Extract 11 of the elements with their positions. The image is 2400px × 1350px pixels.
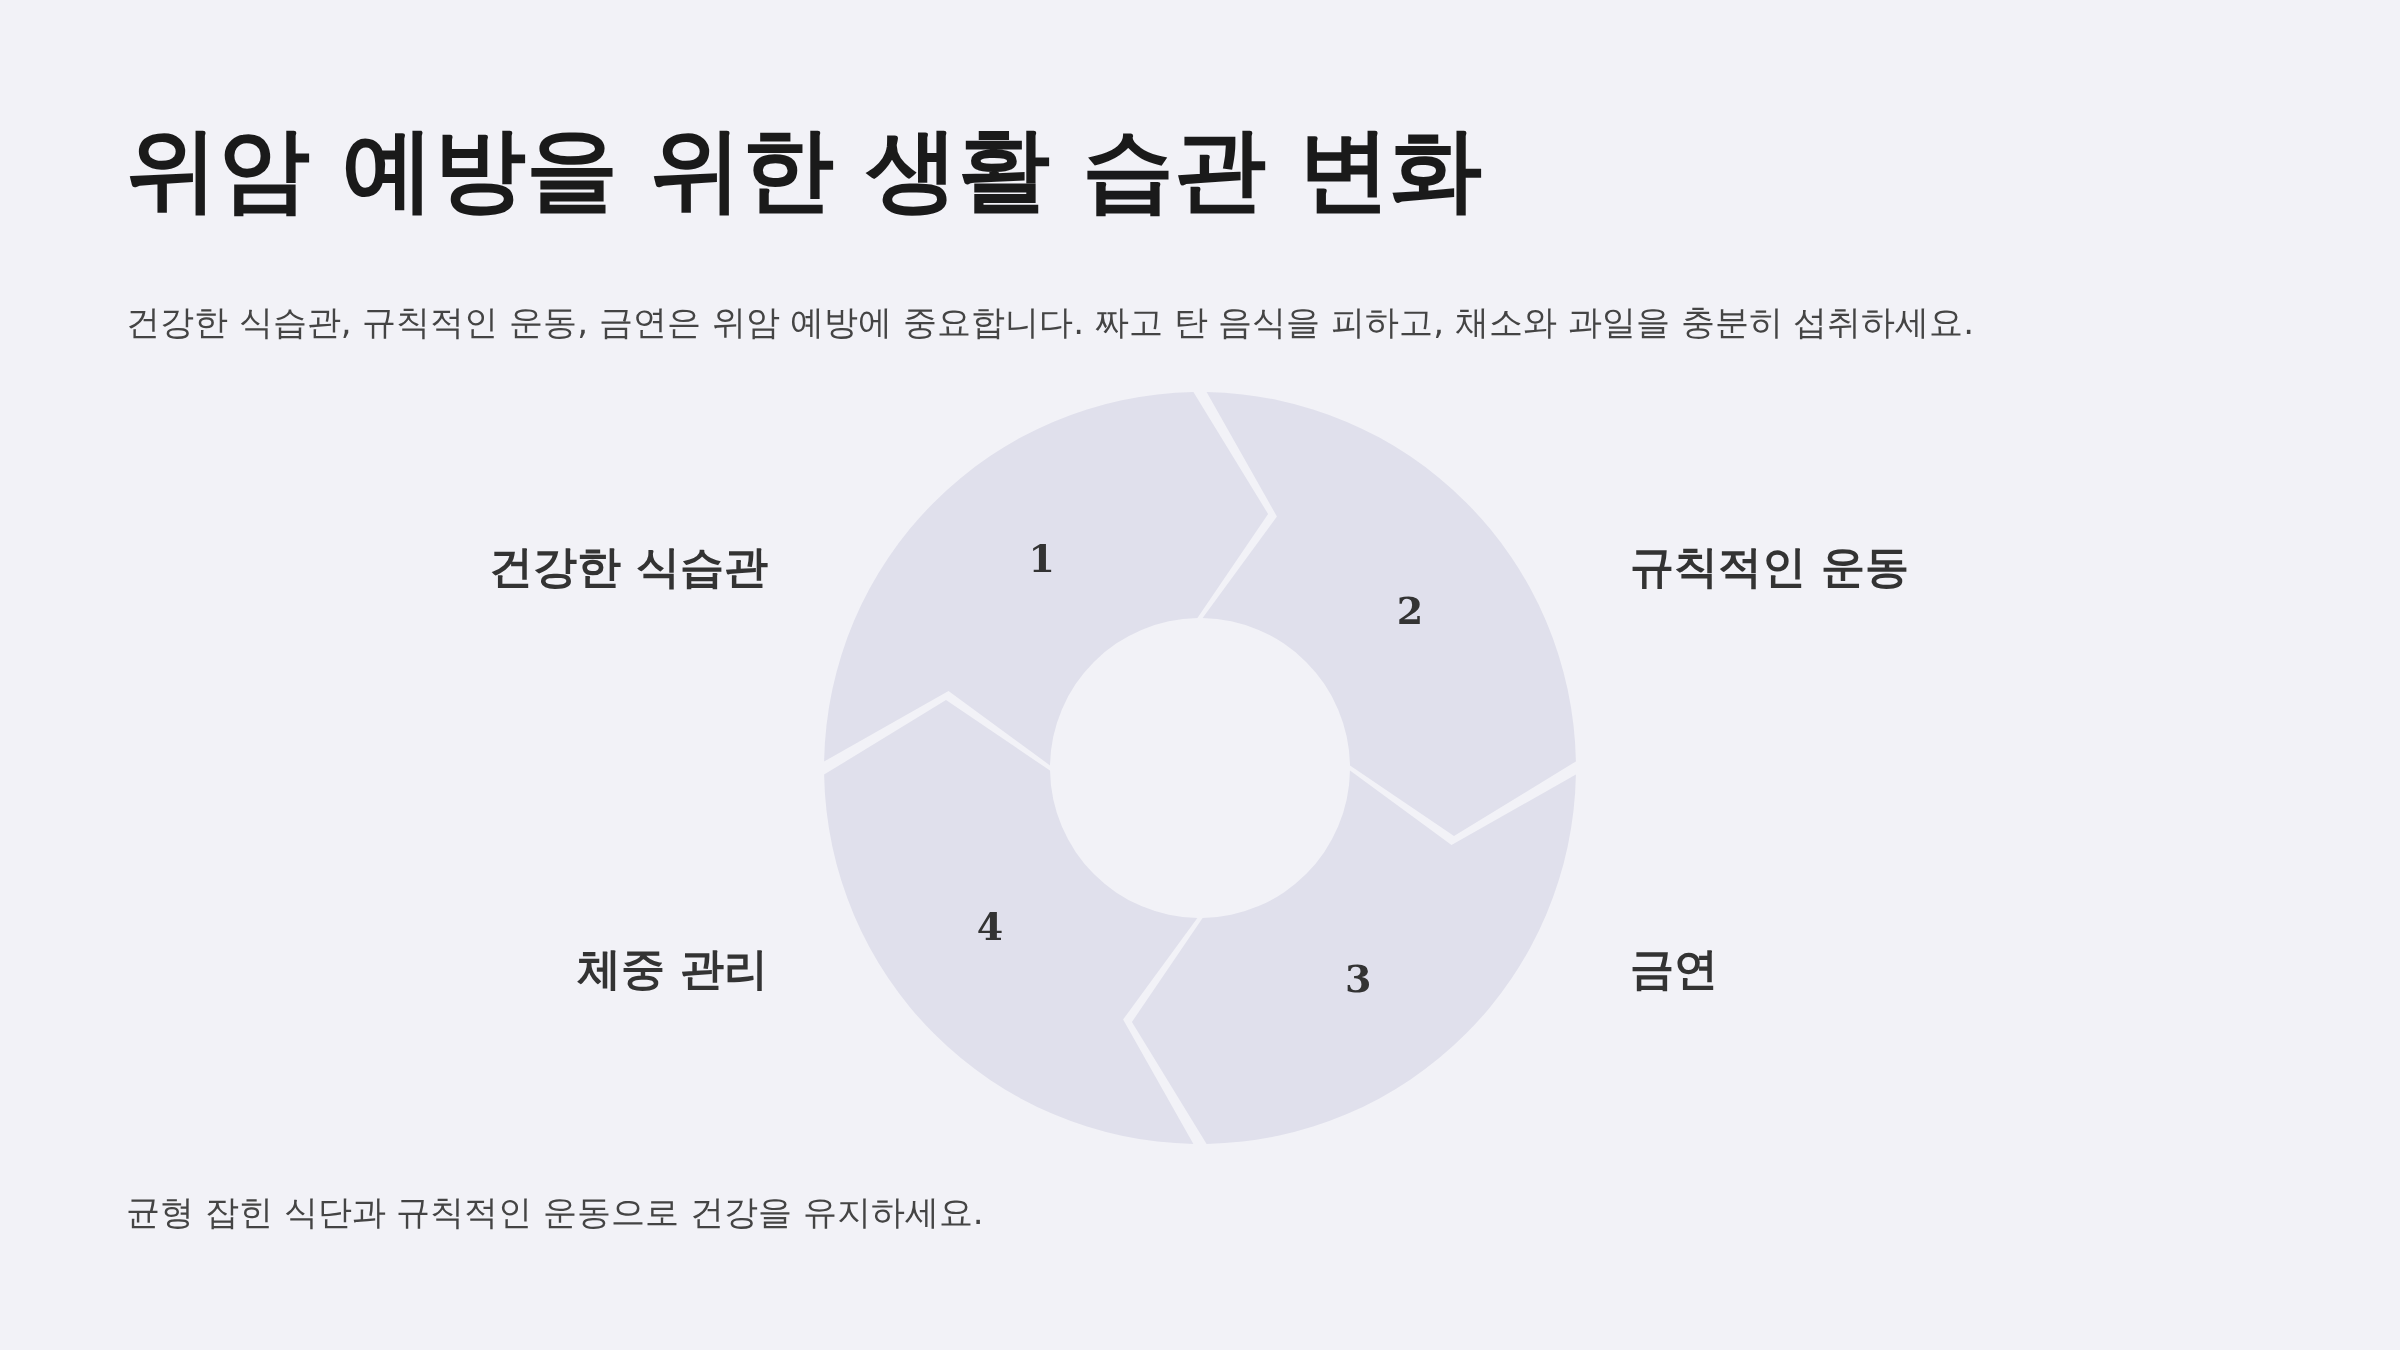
step-label: 금연 xyxy=(1630,942,1718,996)
step-number: 2 xyxy=(1396,587,1424,633)
step-label: 규칙적인 운동 xyxy=(1630,540,1910,594)
footer-text: 균형 잡힌 식단과 규칙적인 운동으로 건강을 유지하세요. xyxy=(126,1191,984,1234)
step-label: 체중 관리 xyxy=(576,942,768,996)
step-label: 건강한 식습관 xyxy=(488,540,768,594)
step-number: 1 xyxy=(1028,536,1055,581)
step-number: 3 xyxy=(1345,956,1372,1001)
description-text: 건강한 식습관, 규칙적인 운동, 금연은 위암 예방에 중요합니다. 짜고 탄 음식을 피하고, 채소와 과일을 충분히 섭취하세요. xyxy=(126,301,1975,344)
page-title: 위암 예방을 위한 생활 습관 변화 xyxy=(126,115,1483,225)
step-number: 4 xyxy=(976,904,1004,950)
